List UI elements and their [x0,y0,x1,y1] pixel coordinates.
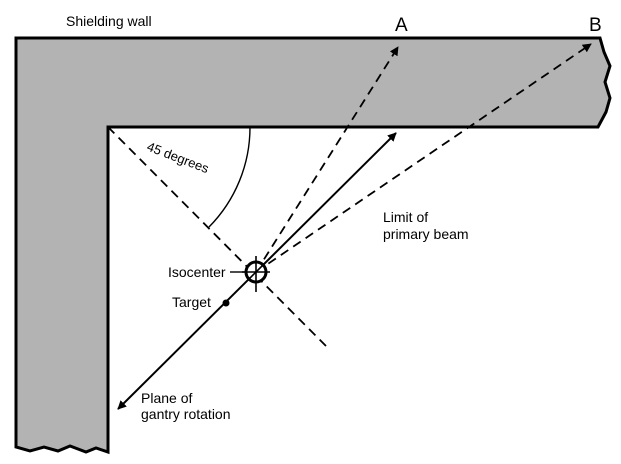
beam-limit-line-b [255,43,592,273]
target-dot [222,299,230,307]
isocenter-icon [242,256,270,292]
limit-label-line1: Limit of [383,209,428,225]
point-b-label: B [589,15,602,36]
target-label: Target [172,294,211,310]
wall-label: Shielding wall [66,13,152,29]
point-a-label: A [395,15,408,36]
limit-label-line2: primary beam [383,226,469,242]
gantry-plane-line-lower [117,271,257,410]
isocenter-label: Isocenter [168,264,226,280]
shielding-wall [14,36,612,455]
plane-label-line1: Plane of [141,390,192,406]
angle-arc [208,126,251,228]
dashed-45-line [107,126,329,349]
plane-label-line2: gantry rotation [141,406,231,422]
angle-label: 45 degrees [145,139,212,176]
gantry-plane-line [255,132,397,273]
